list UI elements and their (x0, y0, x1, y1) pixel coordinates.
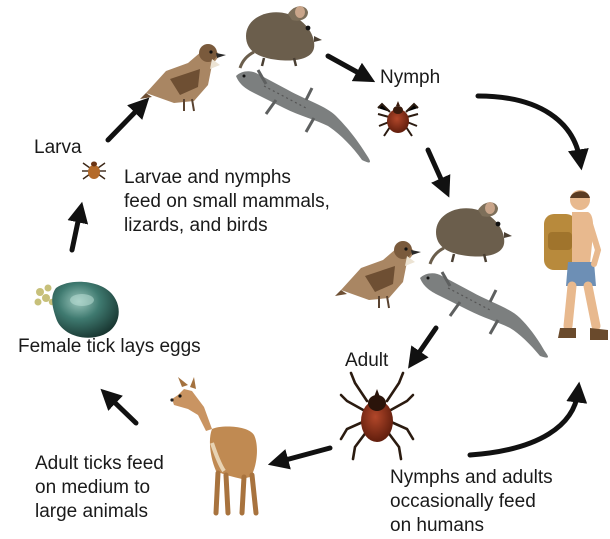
mouse-icon (240, 6, 322, 68)
arrow-adult-to-deer (278, 448, 330, 462)
caption-line: feed on small mammals, (124, 190, 330, 214)
hiker-icon (544, 190, 608, 340)
caption-line: occasionally feed (390, 490, 553, 514)
arrow-deer-to-eggs (108, 396, 136, 423)
mouse-icon (430, 202, 512, 264)
sparrow-icon (335, 241, 421, 308)
egg-mass-icon (35, 282, 119, 338)
arrow-adult-to-human (470, 392, 578, 455)
arrow-hosts-to-adult (414, 328, 436, 360)
deer-icon (170, 377, 257, 513)
arrow-nymph-to-hosts (428, 150, 445, 188)
caption-line: on humans (390, 514, 553, 538)
arrow-hosts-to-nymph (328, 56, 366, 77)
large-hosts-caption: Adult ticks feed on medium to large anim… (35, 452, 164, 524)
arrow-eggs-to-larva (72, 212, 80, 250)
larva-tick-icon (82, 162, 106, 180)
humans-caption: Nymphs and adults occasionally feed on h… (390, 466, 553, 538)
caption-line: Larvae and nymphs (124, 166, 330, 190)
arrow-nymph-to-human (478, 96, 580, 160)
lizard-icon (236, 70, 370, 162)
adult-tick-icon (341, 373, 413, 459)
caption-line: on medium to (35, 476, 164, 500)
caption-line: large animals (35, 500, 164, 524)
adult-label: Adult (345, 349, 388, 373)
caption-line: lizards, and birds (124, 214, 330, 238)
nymph-tick-icon (378, 101, 418, 136)
caption-line: Adult ticks feed (35, 452, 164, 476)
larva-label: Larva (34, 136, 82, 160)
nymph-label: Nymph (380, 66, 440, 90)
eggs-caption: Female tick lays eggs (18, 335, 201, 359)
caption-line: Nymphs and adults (390, 466, 553, 490)
small-hosts-caption: Larvae and nymphs feed on small mammals,… (124, 166, 330, 238)
arrow-larva-to-hosts (108, 105, 142, 140)
lizard-icon (420, 272, 548, 358)
sparrow-icon (140, 44, 226, 111)
